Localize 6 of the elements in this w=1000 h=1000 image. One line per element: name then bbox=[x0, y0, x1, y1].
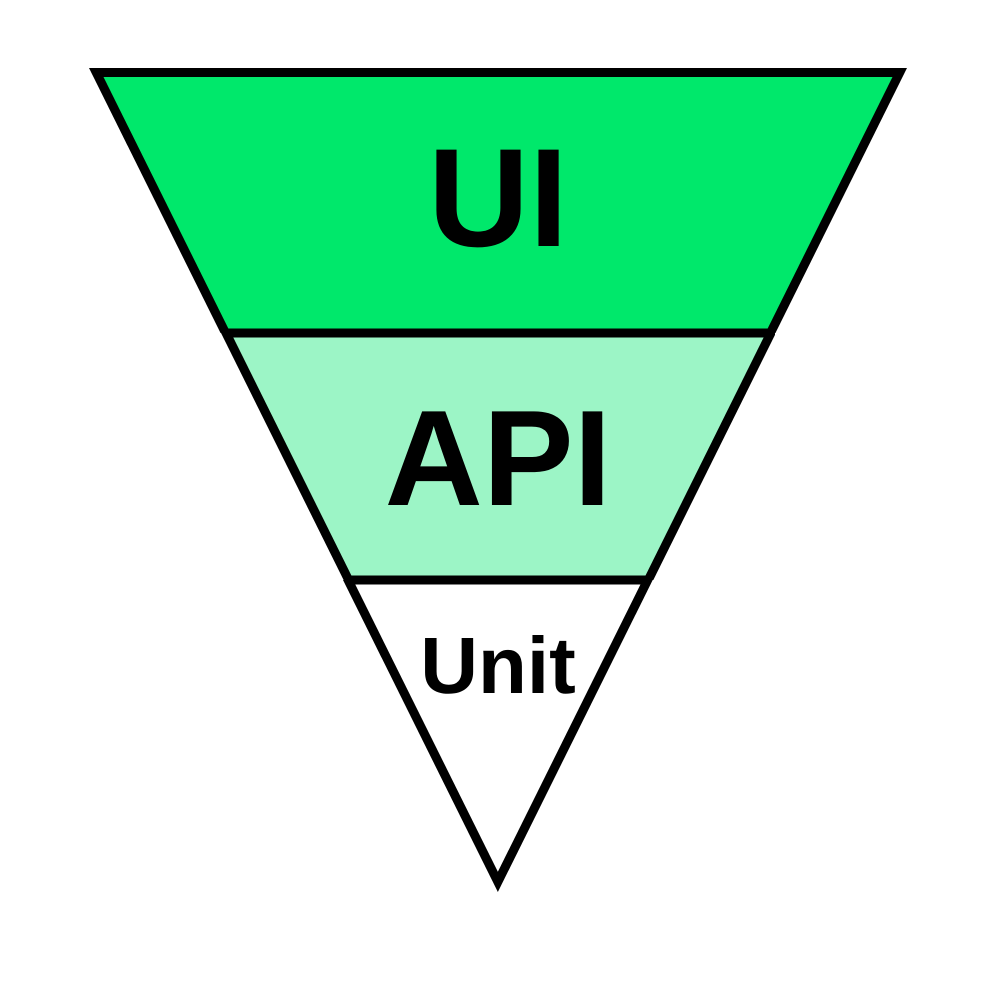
band-label: Unit bbox=[420, 635, 576, 698]
pyramid-band bbox=[220, 333, 776, 580]
pyramid-band bbox=[89, 68, 907, 333]
band-label: API bbox=[384, 404, 612, 511]
band-label: UI bbox=[428, 142, 568, 252]
pyramid-band bbox=[343, 580, 653, 892]
